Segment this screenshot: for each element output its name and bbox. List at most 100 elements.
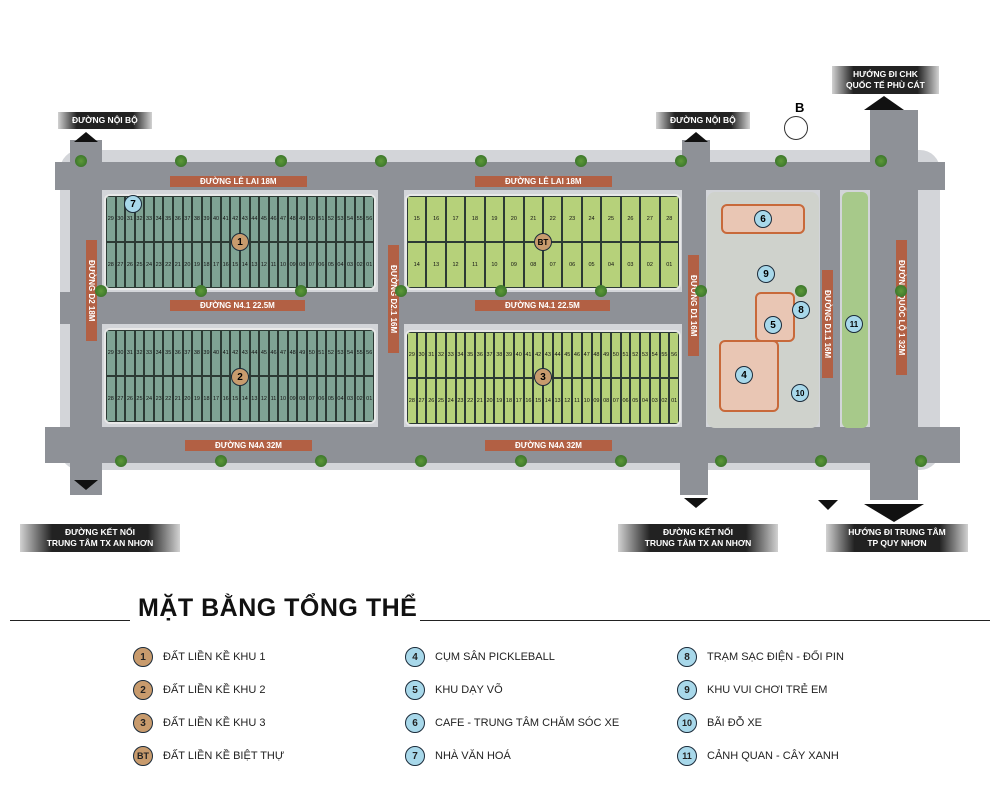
lot[interactable]: 36: [475, 332, 485, 378]
lot[interactable]: 55: [659, 332, 670, 378]
lot[interactable]: 37: [484, 332, 495, 378]
lot[interactable]: 41: [220, 330, 231, 376]
lot[interactable]: 13: [426, 242, 446, 288]
marker-khu-2[interactable]: 2: [231, 368, 249, 386]
lot[interactable]: 54: [345, 330, 355, 376]
lot[interactable]: 09: [287, 376, 298, 422]
lot[interactable]: 29: [106, 196, 116, 242]
lot[interactable]: 55: [354, 196, 365, 242]
lot[interactable]: 35: [163, 196, 173, 242]
lot[interactable]: 18: [201, 376, 212, 422]
lot[interactable]: 11: [268, 376, 279, 422]
lot[interactable]: 26: [620, 196, 641, 242]
lot[interactable]: 20: [182, 376, 193, 422]
lot[interactable]: 08: [297, 242, 307, 288]
lot[interactable]: 16: [220, 376, 231, 422]
lot[interactable]: 31: [125, 330, 135, 376]
lot[interactable]: 30: [416, 332, 427, 378]
lot[interactable]: 39: [201, 196, 212, 242]
lot[interactable]: 34: [153, 196, 164, 242]
lot[interactable]: 27: [115, 242, 126, 288]
lot[interactable]: 01: [364, 376, 374, 422]
lot[interactable]: 33: [144, 196, 154, 242]
lot[interactable]: 55: [354, 330, 365, 376]
lot[interactable]: 54: [649, 332, 660, 378]
lot[interactable]: 11: [465, 242, 485, 288]
lot[interactable]: 17: [513, 378, 524, 424]
lot[interactable]: 46: [268, 196, 279, 242]
lot[interactable]: 02: [354, 242, 365, 288]
lot[interactable]: 03: [345, 376, 355, 422]
lot[interactable]: 09: [504, 242, 524, 288]
lot[interactable]: 33: [144, 330, 154, 376]
lot[interactable]: 12: [445, 242, 466, 288]
lot[interactable]: 08: [297, 376, 307, 422]
lot[interactable]: 01: [669, 378, 679, 424]
lot[interactable]: 10: [581, 378, 592, 424]
lot[interactable]: 23: [153, 376, 164, 422]
lot[interactable]: 24: [581, 196, 602, 242]
lot[interactable]: 17: [211, 376, 221, 422]
marker-10[interactable]: 10: [791, 384, 809, 402]
lot[interactable]: 11: [268, 242, 279, 288]
lot[interactable]: 21: [172, 376, 183, 422]
lot[interactable]: 07: [306, 376, 317, 422]
lot[interactable]: 49: [297, 196, 307, 242]
lot[interactable]: 06: [562, 242, 582, 288]
lot[interactable]: 34: [153, 330, 164, 376]
lot[interactable]: 53: [335, 196, 346, 242]
lot[interactable]: 24: [445, 378, 456, 424]
lot[interactable]: 56: [669, 332, 679, 378]
lot[interactable]: 25: [134, 242, 145, 288]
lot[interactable]: 20: [182, 242, 193, 288]
lot[interactable]: 16: [426, 196, 446, 242]
lot[interactable]: 38: [192, 330, 202, 376]
lot[interactable]: 13: [552, 378, 563, 424]
lot[interactable]: 45: [259, 330, 269, 376]
lot[interactable]: 32: [436, 332, 446, 378]
lot[interactable]: 56: [364, 330, 374, 376]
lot[interactable]: 21: [523, 196, 543, 242]
lot[interactable]: 13: [249, 242, 260, 288]
lot[interactable]: 01: [659, 242, 679, 288]
lot[interactable]: 23: [455, 378, 466, 424]
lot[interactable]: 12: [562, 378, 573, 424]
lot[interactable]: 46: [572, 332, 582, 378]
lot[interactable]: 40: [211, 330, 221, 376]
lot[interactable]: 56: [364, 196, 374, 242]
lot[interactable]: 04: [335, 376, 346, 422]
lot[interactable]: 45: [562, 332, 573, 378]
lot[interactable]: 09: [287, 242, 298, 288]
lot[interactable]: 24: [144, 242, 154, 288]
lot[interactable]: 04: [640, 378, 650, 424]
lot[interactable]: 44: [249, 330, 260, 376]
lot[interactable]: 18: [465, 196, 485, 242]
lot[interactable]: 28: [659, 196, 679, 242]
lot[interactable]: 20: [484, 378, 495, 424]
lot[interactable]: 32: [134, 196, 145, 242]
lot[interactable]: 44: [552, 332, 563, 378]
lot[interactable]: 15: [407, 196, 427, 242]
lot[interactable]: 07: [306, 242, 317, 288]
lot[interactable]: 23: [562, 196, 582, 242]
lot[interactable]: 19: [484, 196, 505, 242]
lot[interactable]: 32: [134, 330, 145, 376]
marker-11[interactable]: 11: [845, 315, 863, 333]
lot[interactable]: 10: [484, 242, 505, 288]
lot[interactable]: 17: [445, 196, 466, 242]
lot[interactable]: 52: [630, 332, 641, 378]
lot[interactable]: 19: [192, 376, 202, 422]
marker-5[interactable]: 5: [764, 316, 782, 334]
lot[interactable]: 07: [543, 242, 563, 288]
marker-9[interactable]: 9: [757, 265, 775, 283]
lot[interactable]: 30: [115, 330, 126, 376]
marker-bt[interactable]: BT: [534, 233, 552, 251]
lot[interactable]: 03: [345, 242, 355, 288]
lot[interactable]: 02: [640, 242, 660, 288]
lot[interactable]: 22: [163, 242, 173, 288]
lot[interactable]: 07: [611, 378, 621, 424]
marker-7[interactable]: 7: [124, 195, 142, 213]
lot[interactable]: 10: [278, 376, 288, 422]
marker-8[interactable]: 8: [792, 301, 810, 319]
marker-khu-3[interactable]: 3: [534, 368, 552, 386]
